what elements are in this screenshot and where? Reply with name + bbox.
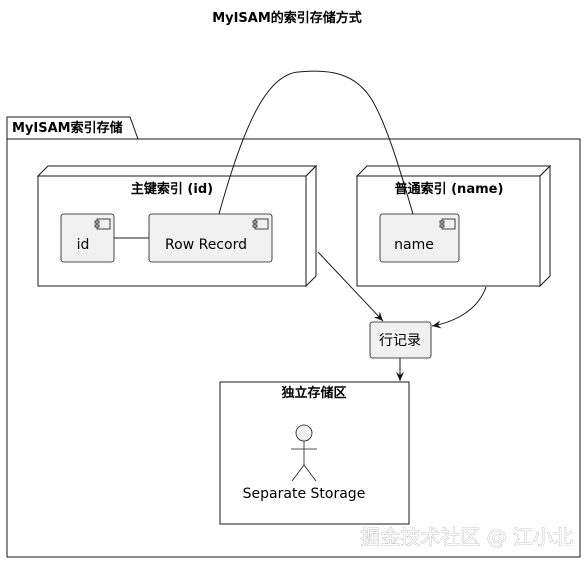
- component-id: id: [60, 213, 115, 263]
- component-id-label: id: [77, 237, 90, 253]
- component-row-record-label: Row Record: [165, 237, 247, 253]
- component-name: name: [379, 213, 460, 263]
- arrow-secondary-to-row-record: [431, 286, 487, 329]
- component-icon: [439, 218, 456, 230]
- row-record-box-label: 行记录: [379, 333, 421, 349]
- watermark-text: 掘金技术社区 @ 江小北: [360, 525, 573, 549]
- actor-label: Separate Storage: [243, 486, 366, 502]
- storage-area-label: 独立存储区: [281, 385, 346, 401]
- actor-icon: [291, 424, 317, 482]
- arrow-primary-to-row-record: [317, 251, 384, 322]
- package-myisam: MyISAM索引存储: [6, 116, 581, 558]
- package-label: MyISAM索引存储: [12, 120, 123, 136]
- component-icon: [94, 218, 111, 230]
- link-row-record-name: [218, 70, 414, 215]
- component-row-record: Row Record: [148, 213, 273, 263]
- component-icon: [252, 218, 269, 230]
- row-record-box: 行记录: [369, 321, 432, 359]
- component-name-label: name: [394, 237, 434, 253]
- diagram-title: MyISAM的索引存储方式: [212, 10, 362, 26]
- secondary-index-label: 普通索引 (name): [395, 181, 504, 197]
- storage-area: 独立存储区: [219, 381, 410, 525]
- primary-index-label: 主键索引 (id): [131, 181, 213, 197]
